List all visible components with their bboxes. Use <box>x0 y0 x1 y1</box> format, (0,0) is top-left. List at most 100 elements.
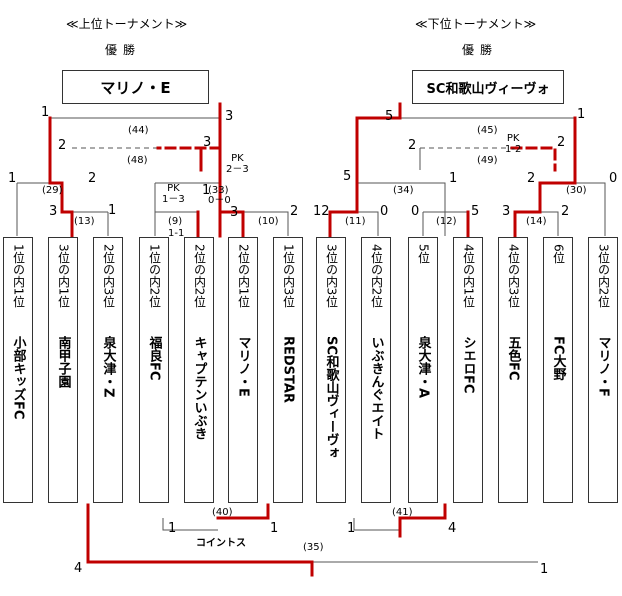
match-id: (11) <box>345 216 366 227</box>
team-name: シエロFC <box>460 336 476 394</box>
team-card: 1位の内1位 小部キッズFC <box>3 237 33 503</box>
score: 3 <box>203 135 212 150</box>
match-id: (45) <box>477 125 498 136</box>
cointoss-note: コイントス <box>196 538 246 549</box>
team-name: REDSTAR <box>280 336 296 403</box>
team-rank: 3位の内2位 <box>596 244 611 308</box>
score: 5 <box>343 169 352 184</box>
pk-score: 0－0 <box>208 195 231 206</box>
team-name: 泉大津・A <box>415 336 431 399</box>
team-name: 五色FC <box>505 336 521 381</box>
score: 1 <box>540 562 549 577</box>
match-id: (29) <box>42 185 63 196</box>
match-id: (14) <box>526 216 547 227</box>
team-card: 3位の内1位 南甲子園 <box>48 237 78 503</box>
upper-winner-box: マリノ・E <box>62 70 209 104</box>
team-rank: 1位の内1位 <box>11 244 26 308</box>
match-id: (13) <box>74 216 95 227</box>
team-rank: 6位 <box>551 244 566 264</box>
score: 2 <box>527 171 536 186</box>
score: 1 <box>41 105 50 120</box>
score: 1 <box>270 521 279 536</box>
team-card: 1位の内3位 REDSTAR <box>273 237 303 503</box>
score: 1 <box>347 521 356 536</box>
match-id: (35) <box>303 542 324 553</box>
score: 2 <box>557 135 566 150</box>
score: 3 <box>49 204 58 219</box>
team-name: マリノ・F <box>595 336 611 397</box>
team-name: SC和歌山ヴィーヴォ <box>323 336 339 459</box>
upper-winner-name: マリノ・E <box>100 78 171 97</box>
team-card: 4位の内2位 いぶきんぐエイト <box>361 237 391 503</box>
match-id: (30) <box>566 185 587 196</box>
score: 3 <box>225 109 234 124</box>
team-rank: 2位の内1位 <box>236 244 251 308</box>
team-name: FC大野 <box>550 336 566 381</box>
team-name: 南甲子園 <box>55 336 71 388</box>
team-name: 小部キッズFC <box>10 336 26 420</box>
team-card: 2位の内1位 マリノ・E <box>228 237 258 503</box>
team-rank: 4位の内1位 <box>461 244 476 308</box>
match-id: (34) <box>393 185 414 196</box>
team-name: 福良FC <box>146 336 162 381</box>
match-id: (40) <box>212 507 233 518</box>
match-id: (48) <box>127 155 148 166</box>
score: 1 <box>449 171 458 186</box>
team-card: 2位の内3位 泉大津・Z <box>93 237 123 503</box>
score: 2 <box>58 138 67 153</box>
team-card: 5位 泉大津・A <box>408 237 438 503</box>
pk-note: PK 1－3 <box>162 183 185 205</box>
lower-winner-name: SC和歌山ヴィーヴォ <box>426 81 550 97</box>
match-id: (41) <box>392 507 413 518</box>
pk-note: PK 2－3 <box>226 153 249 175</box>
score: 3 <box>502 204 511 219</box>
upper-winner-label: 優勝 <box>105 43 142 57</box>
match-id: (49) <box>477 155 498 166</box>
score: 2 <box>88 171 97 186</box>
score: 0 <box>380 204 389 219</box>
team-card: 4位の内3位 五色FC <box>498 237 528 503</box>
score: 0 <box>411 204 420 219</box>
team-rank: 2位の内2位 <box>192 244 207 308</box>
score: 1 <box>168 521 177 536</box>
match-id: (10) <box>258 216 279 227</box>
lower-winner-label: 優勝 <box>462 43 499 57</box>
team-rank: 1位の内2位 <box>147 244 162 308</box>
team-name: マリノ・E <box>235 336 251 397</box>
match-id: (44) <box>128 125 149 136</box>
score: 5 <box>471 204 480 219</box>
score: 1 <box>202 183 211 198</box>
pk-note: PK 1-2 <box>505 133 522 155</box>
score: 1 <box>8 171 17 186</box>
team-rank: 5位 <box>416 244 431 264</box>
team-card: 3位の内2位 マリノ・F <box>588 237 618 503</box>
score: 5 <box>385 109 394 124</box>
team-rank: 3位の内3位 <box>324 244 339 308</box>
team-rank: 2位の内3位 <box>101 244 116 308</box>
score: 1 <box>108 203 117 218</box>
score: 4 <box>74 561 83 576</box>
score: 12 <box>313 204 330 219</box>
team-rank: 3位の内1位 <box>56 244 71 308</box>
team-rank: 4位の内3位 <box>506 244 521 308</box>
score: 1 <box>577 107 586 122</box>
team-name: いぶきんぐエイト <box>368 336 384 440</box>
match-id: (33) <box>208 185 229 196</box>
upper-tournament-title: ≪上位トーナメント≫ <box>66 17 188 31</box>
score: 2 <box>408 138 417 153</box>
lower-winner-box: SC和歌山ヴィーヴォ <box>412 70 564 104</box>
team-name: キャプテンいぶき <box>191 336 207 440</box>
team-card: 4位の内1位 シエロFC <box>453 237 483 503</box>
team-card: 6位 FC大野 <box>543 237 573 503</box>
score: 4 <box>448 521 457 536</box>
match-id: (9) <box>168 216 183 227</box>
pk-score: 1-1 <box>168 228 185 239</box>
team-rank: 1位の内3位 <box>281 244 296 308</box>
score: 0 <box>609 171 618 186</box>
team-name: 泉大津・Z <box>100 336 116 398</box>
score: 2 <box>561 204 570 219</box>
team-card: 3位の内3位 SC和歌山ヴィーヴォ <box>316 237 346 503</box>
team-rank: 4位の内2位 <box>369 244 384 308</box>
score: 2 <box>290 204 299 219</box>
